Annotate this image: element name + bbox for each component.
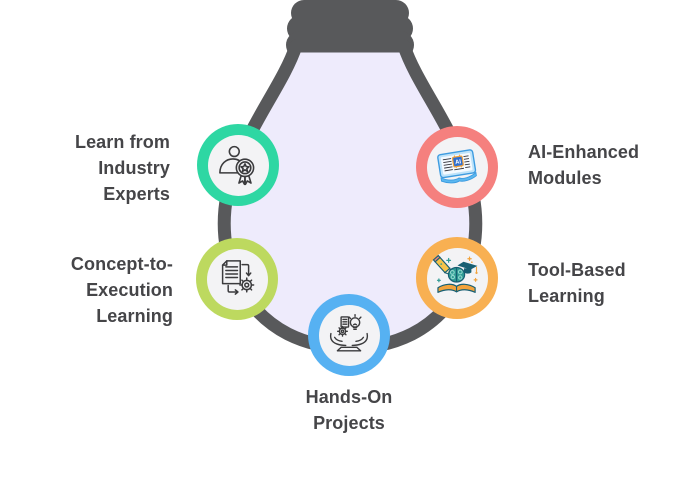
label-line: Learn from	[74, 132, 170, 152]
label-line: Modules	[528, 168, 602, 188]
node-concept-to-execution-learning	[196, 238, 278, 320]
person-award-icon	[219, 145, 255, 186]
pencil-brain-book-icon	[432, 254, 478, 293]
label-line: Tool-Based	[528, 260, 626, 280]
node-learn-from-industry-experts	[197, 124, 279, 206]
label-ai-enhanced-modules: AI-Enhanced Modules	[528, 139, 639, 191]
label-learn-from-industry-experts: Learn from Industry Experts	[75, 129, 170, 207]
concept-to-execution-ring	[196, 238, 278, 320]
hands-on-projects-ring	[308, 294, 390, 376]
icon-circle	[426, 247, 488, 309]
label-line: Concept-to-	[70, 254, 173, 274]
ai-chip-label: AI	[455, 159, 462, 166]
hands-holding-project-icon	[329, 314, 369, 352]
label-line: AI-Enhanced	[528, 142, 640, 162]
icon-circle	[318, 304, 380, 366]
icon-circle	[207, 134, 269, 196]
document-gear-icon	[221, 260, 255, 295]
learn-from-industry-experts-ring	[197, 124, 279, 206]
node-ai-enhanced-modules: AI	[416, 126, 498, 208]
label-line: Experts	[103, 184, 170, 204]
label-concept-to-execution-learning: Concept-to- Execution Learning	[71, 251, 173, 329]
label-line: Hands-On	[305, 387, 393, 407]
icon-circle: AI	[426, 136, 488, 198]
ai-book-icon: AI	[437, 149, 477, 184]
label-line: Projects	[313, 413, 385, 433]
node-hands-on-projects	[308, 294, 390, 376]
label-line: Execution	[86, 280, 173, 300]
icon-circle	[206, 248, 268, 310]
node-tool-based-learning	[416, 237, 498, 319]
label-line: Learning	[96, 306, 173, 326]
tool-based-learning-ring	[416, 237, 498, 319]
label-line: Industry	[98, 158, 170, 178]
label-line: Learning	[528, 286, 605, 306]
ai-enhanced-modules-ring: AI	[416, 126, 498, 208]
label-hands-on-projects: Hands-On Projects	[249, 384, 449, 436]
label-tool-based-learning: Tool-Based Learning	[528, 257, 626, 309]
